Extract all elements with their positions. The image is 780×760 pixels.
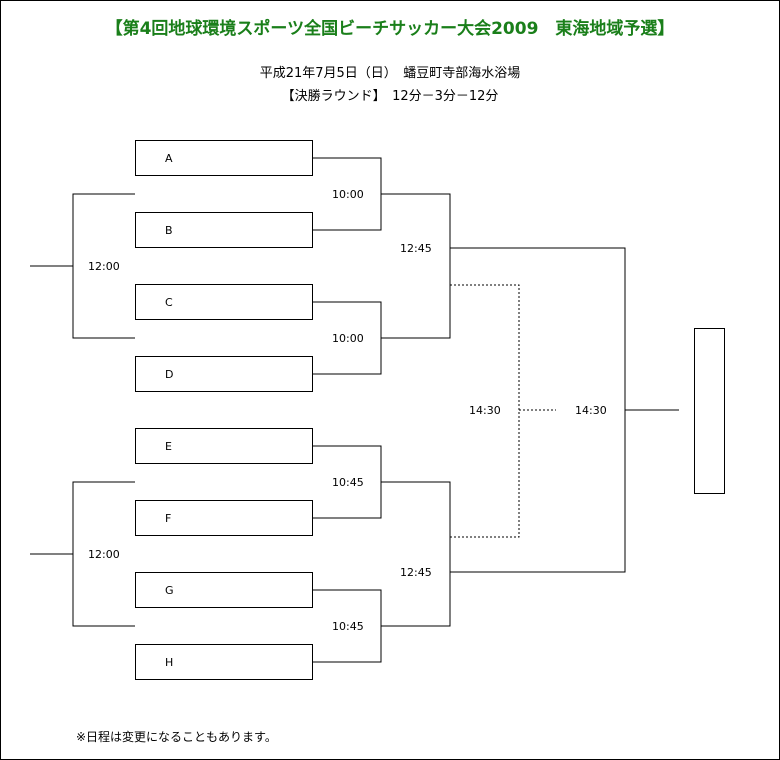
time-quarter-cd: 10:00 (332, 332, 364, 345)
connector-semi-top (381, 193, 451, 339)
time-third-place: 14:30 (469, 404, 501, 417)
team-box-c (135, 284, 313, 320)
team-label-e: E (165, 440, 172, 453)
time-semi-top: 12:45 (400, 242, 432, 255)
team-label-h: H (165, 656, 173, 669)
time-quarter-ef: 10:45 (332, 476, 364, 489)
team-label-g: G (165, 584, 174, 597)
champion-box (694, 328, 725, 494)
event-date-venue: 平成21年7月5日（日） 蟠豆町寺部海水浴場 (259, 66, 521, 81)
schedule-note: ※日程は変更になることもあります。 (76, 730, 277, 744)
team-box-b (135, 212, 313, 248)
time-quarter-gh: 10:45 (332, 620, 364, 633)
time-first-round-bottom: 12:00 (88, 548, 120, 561)
third-place-lines (450, 284, 556, 538)
team-label-b: B (165, 224, 173, 237)
team-box-e (135, 428, 313, 464)
time-first-round-top: 12:00 (88, 260, 120, 273)
team-label-f: F (165, 512, 171, 525)
team-box-g (135, 572, 313, 608)
team-box-h (135, 644, 313, 680)
connector-semi-bottom (381, 481, 451, 627)
team-box-d (135, 356, 313, 392)
time-final: 14:30 (575, 404, 607, 417)
team-box-f (135, 500, 313, 536)
team-label-c: C (165, 296, 173, 309)
page-title: 【第4回地球環境スポーツ全国ビーチサッカー大会2009 東海地域予選】 (105, 19, 675, 39)
team-label-a: A (165, 152, 173, 165)
bracket-lines (30, 140, 725, 680)
team-label-d: D (165, 368, 173, 381)
time-semi-bottom: 12:45 (400, 566, 432, 579)
team-box-a (135, 140, 313, 176)
time-quarter-ab: 10:00 (332, 188, 364, 201)
round-format: 【決勝ラウンド】 12分－3分－12分 (281, 89, 499, 104)
